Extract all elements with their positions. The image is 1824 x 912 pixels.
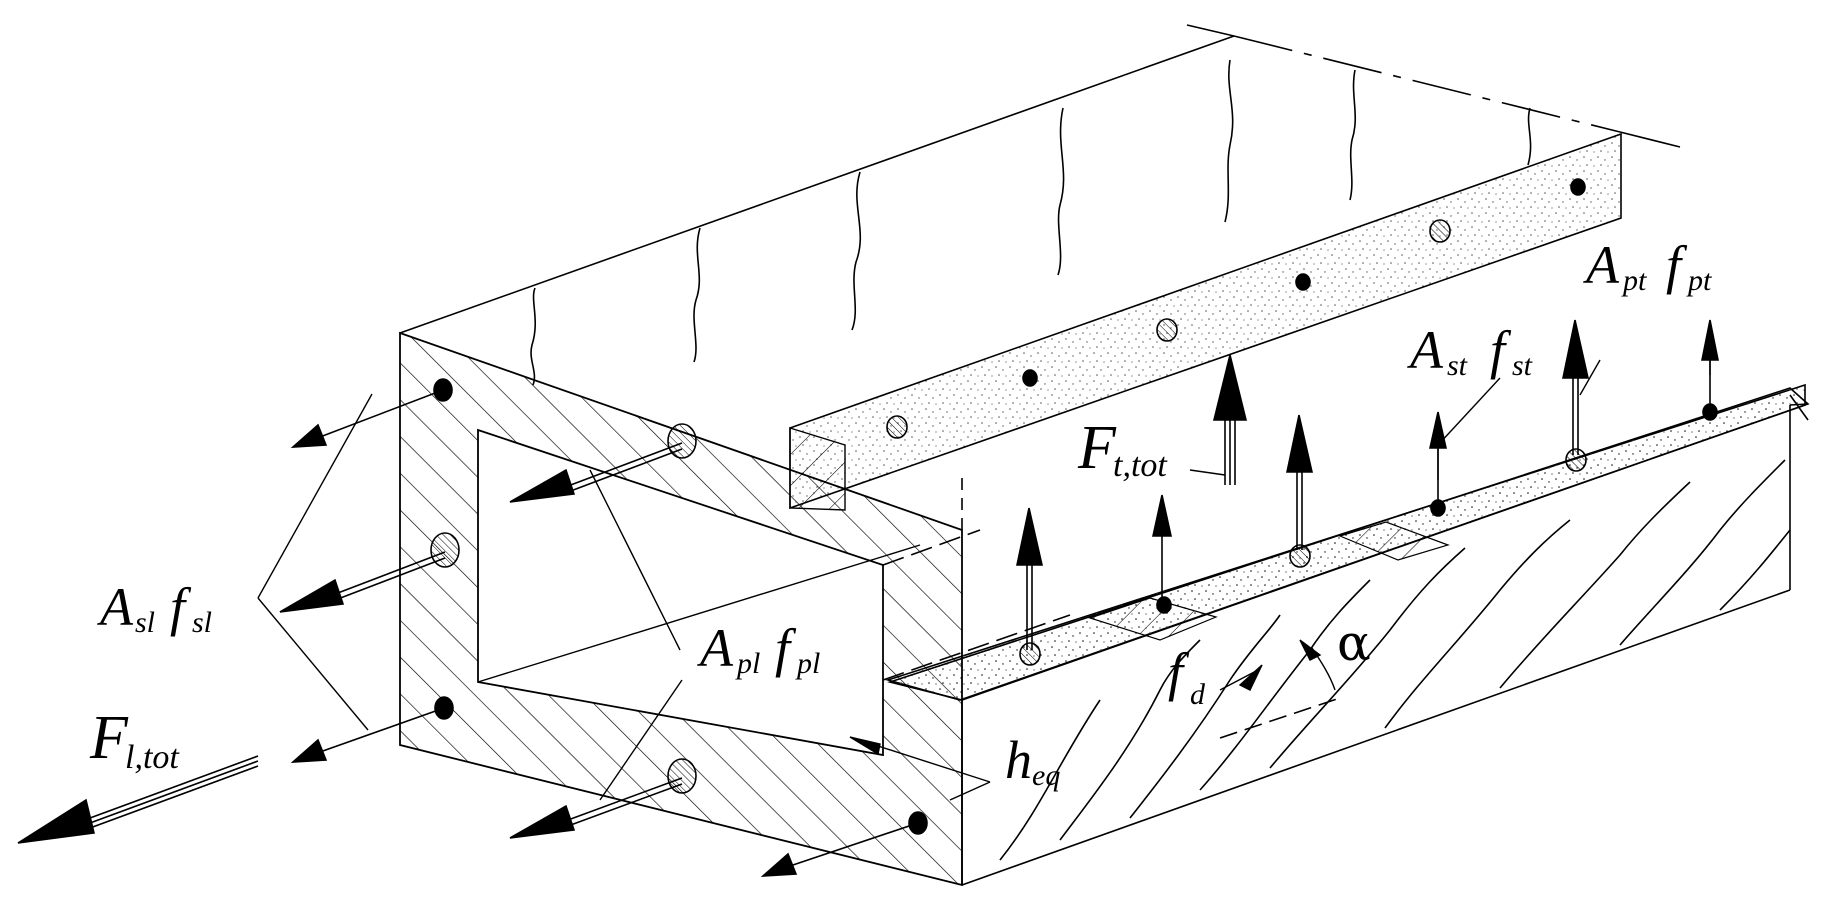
bar-corner (1570, 178, 1586, 196)
label-F-l-tot: F l,tot (89, 704, 180, 776)
label-A-pt-f-pt: A pt f pt (1583, 235, 1712, 297)
web-face (961, 394, 1809, 886)
svg-text:pt: pt (1686, 264, 1712, 297)
bar-prestress (667, 423, 697, 459)
bar-prestress (886, 415, 908, 439)
bar-corner (1022, 369, 1038, 387)
svg-text:st: st (1512, 349, 1533, 382)
svg-text:d: d (1190, 678, 1206, 711)
svg-text:l,tot: l,tot (125, 739, 180, 776)
svg-text:h: h (1005, 730, 1032, 790)
svg-text:A: A (1407, 320, 1444, 380)
svg-text:eq: eq (1032, 759, 1060, 792)
svg-text:t,tot: t,tot (1113, 447, 1168, 484)
bar-prestress (430, 532, 460, 568)
svg-text:f: f (1666, 235, 1688, 295)
longitudinal-bars (430, 178, 1718, 835)
svg-text:f: f (1168, 642, 1190, 702)
svg-text:F: F (1077, 414, 1117, 482)
bar-corner (1156, 596, 1172, 614)
hollow-section (399, 331, 1071, 887)
label-alpha: α (1337, 614, 1371, 672)
bar-prestress (1565, 448, 1587, 472)
svg-text:pl: pl (795, 647, 820, 680)
transverse-force-arrows (1016, 319, 1719, 650)
bar-prestress (1289, 544, 1311, 568)
bar-prestress (1156, 318, 1178, 342)
top-flange (399, 24, 1681, 386)
svg-text:F: F (89, 704, 129, 772)
bar-corner (1430, 499, 1446, 517)
bar-prestress (1019, 642, 1041, 666)
svg-text:A: A (1583, 235, 1620, 295)
leader-lines (257, 342, 1711, 801)
longitudinal-force-arrows (17, 389, 919, 877)
svg-text:f: f (170, 577, 192, 637)
label-A-st-f-st: A st f st (1407, 320, 1533, 382)
bar-corner (1295, 273, 1311, 291)
label-F-t-tot: F t,tot (1077, 414, 1168, 484)
svg-text:sl: sl (135, 606, 155, 639)
svg-text:st: st (1447, 349, 1468, 382)
svg-text:f: f (1490, 320, 1512, 380)
svg-text:pt: pt (1621, 264, 1647, 297)
label-h-eq: h eq (1005, 730, 1060, 792)
svg-text:A: A (97, 577, 134, 637)
svg-text:f: f (775, 618, 797, 678)
svg-text:sl: sl (192, 606, 212, 639)
bar-prestress (667, 758, 697, 794)
bar-corner (1702, 403, 1718, 421)
label-A-pl-f-pl: A pl f pl (697, 618, 820, 680)
svg-text:pl: pl (735, 647, 760, 680)
label-A-sl-f-sl: A sl f sl (97, 577, 212, 639)
bar-prestress (1429, 219, 1451, 243)
svg-text:A: A (697, 618, 734, 678)
